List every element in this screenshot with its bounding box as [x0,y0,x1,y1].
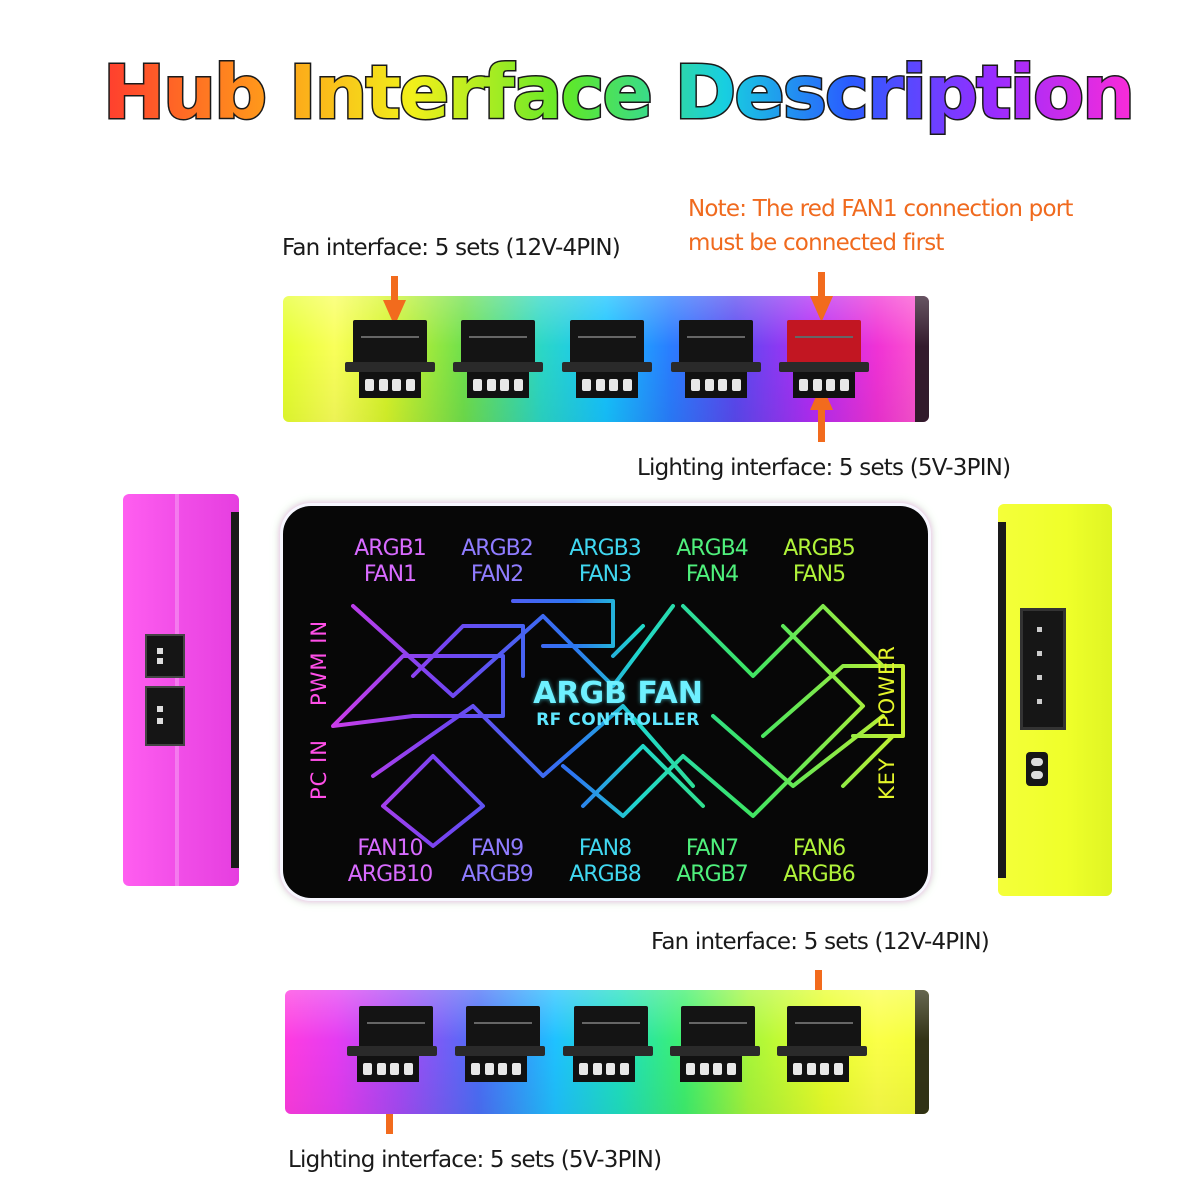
right-side-view [998,504,1112,896]
power-label: POWER [875,645,899,728]
lighting-port-3pin [793,372,855,398]
port-divider [777,1046,867,1056]
pc-in-label: PC IN [307,739,331,800]
page-title: Hub Interface Description [102,49,1137,138]
left-side-view [123,494,239,886]
pwm-in-port [145,634,185,678]
fan-port-4pin [353,320,427,368]
lighting-port-3pin [465,1056,527,1082]
port-divider [670,1046,760,1056]
fan-port-4pin [679,320,753,368]
fan1-port-red [787,320,861,368]
lighting-port-3pin [359,372,421,398]
bottom-fan-interface-label: Fan interface: 5 sets (12V-4PIN) [651,929,990,955]
port-divider [779,362,869,372]
key-label: KEY [875,757,899,800]
title-text: Hub Interface Description [103,50,1133,136]
port-divider [563,1046,653,1056]
power-port [1020,608,1066,730]
lighting-port-3pin [576,372,638,398]
fan1-note-line2: must be connected first [688,230,944,256]
port-divider [562,362,652,372]
port-divider [345,362,435,372]
lighting-port-3pin [787,1056,849,1082]
lighting-port-3pin [573,1056,635,1082]
top-fan-interface-label: Fan interface: 5 sets (12V-4PIN) [282,235,621,261]
lighting-port-3pin [680,1056,742,1082]
bottom-lighting-interface-label: Lighting interface: 5 sets (5V-3PIN) [288,1147,662,1173]
bottom-ports [285,990,929,1114]
port-divider [671,362,761,372]
pc-in-port [145,686,185,746]
key-button [1026,752,1048,786]
fan1-note-line1: Note: The red FAN1 connection port [688,196,1073,222]
port-divider [455,1046,545,1056]
controller-name: ARGB FAN [533,676,703,711]
controller-subname: RF CONTROLLER [536,710,700,730]
lighting-port-3pin [685,372,747,398]
top-lighting-interface-label: Lighting interface: 5 sets (5V-3PIN) [637,455,1011,481]
circuit-pattern [331,599,905,848]
fan-port-4pin [461,320,535,368]
lighting-port-3pin [467,372,529,398]
lighting-port-3pin [357,1056,419,1082]
fan1-note: Note: The red FAN1 connection port must … [688,192,1073,260]
port-divider [347,1046,437,1056]
pwm-in-label: PWM IN [307,619,331,706]
fan-port-4pin [570,320,644,368]
port-divider [453,362,543,372]
top-ports [283,296,929,422]
